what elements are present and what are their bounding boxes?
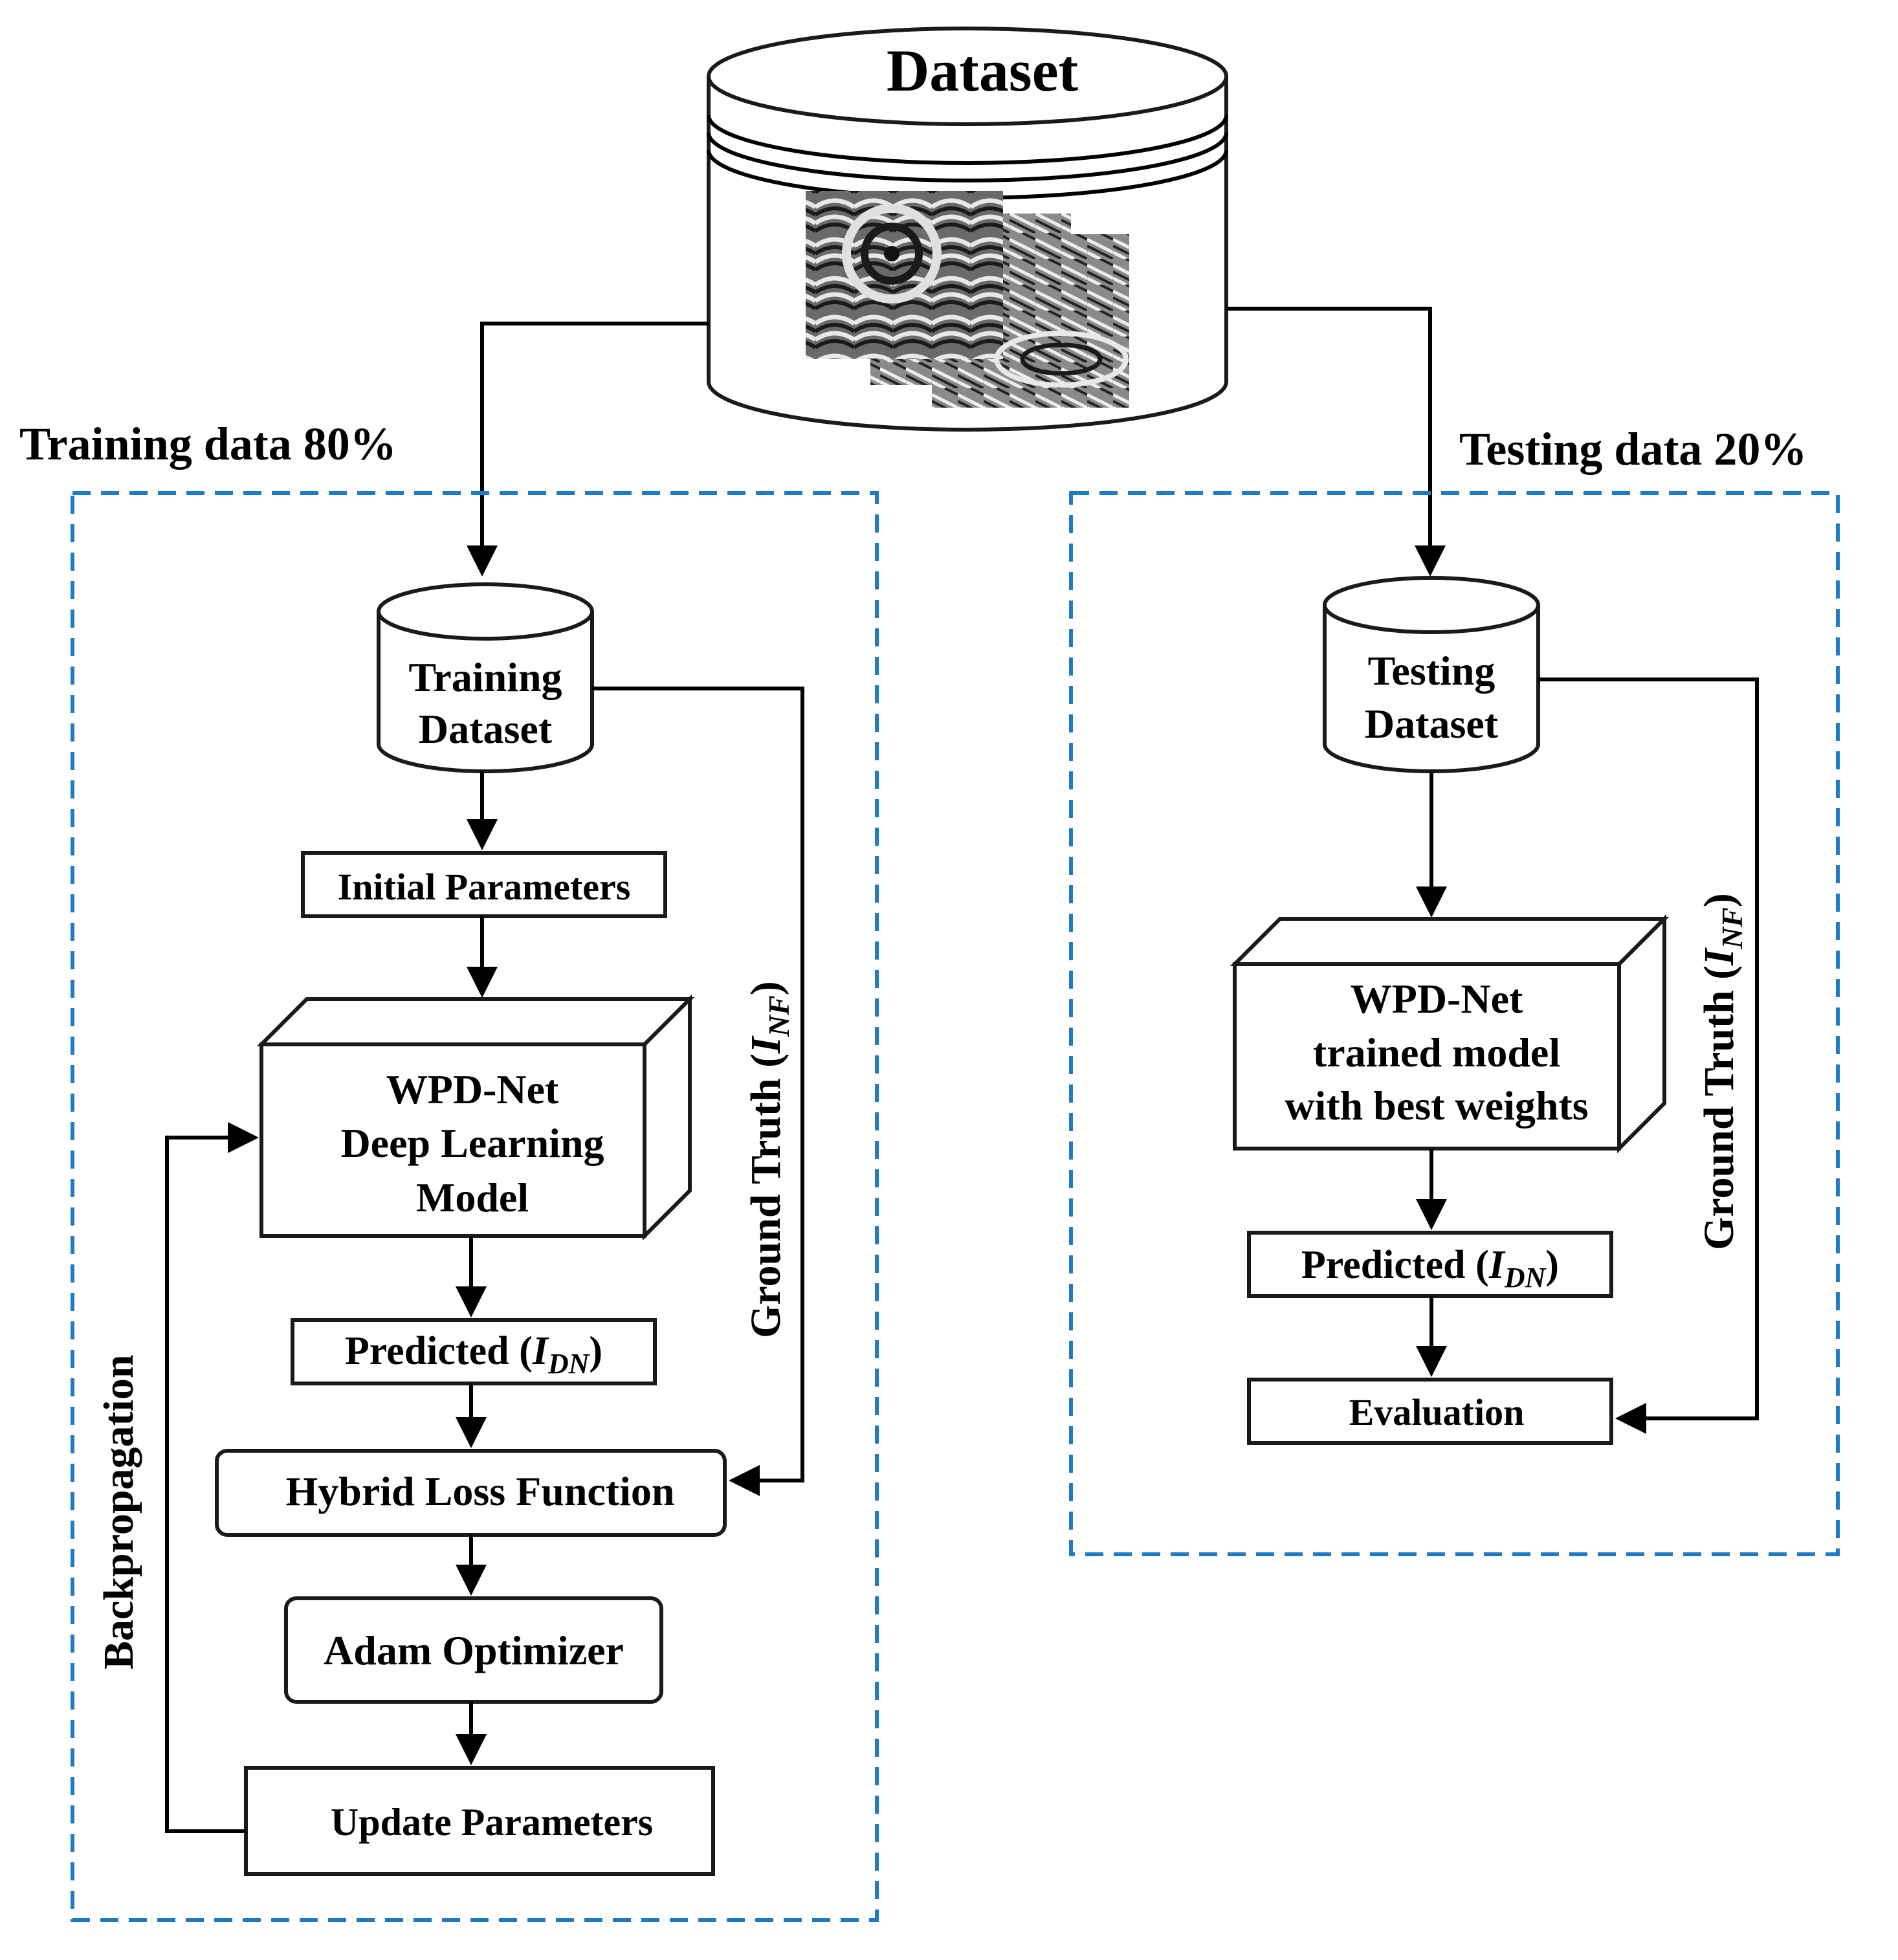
split-arrow-testing bbox=[1226, 307, 1446, 577]
testing-dataset-label-2: Dataset bbox=[1365, 701, 1499, 747]
evaluation-box: Evaluation bbox=[1247, 1378, 1613, 1445]
hybrid-loss-box: Hybrid Loss Function bbox=[215, 1449, 727, 1537]
wpd-net-trained-model-box: WPD-Net trained model with best weights bbox=[1230, 914, 1670, 1154]
dataset-title: Dataset bbox=[887, 38, 1079, 104]
testing-model-label-2: trained model bbox=[1313, 1030, 1560, 1075]
training-split-label: Training data 80% bbox=[19, 418, 397, 470]
testing-dataset-cylinder: Testing Dataset bbox=[1323, 576, 1540, 773]
training-gt-prefix: Ground Truth ( bbox=[742, 1053, 789, 1338]
testing-model-label-1: WPD-Net bbox=[1351, 976, 1523, 1022]
initial-parameters-label: Initial Parameters bbox=[338, 866, 631, 908]
training-ground-truth-arrow bbox=[592, 687, 804, 1496]
evaluation-label: Evaluation bbox=[1349, 1391, 1525, 1433]
fringe-pattern-images bbox=[806, 191, 1129, 408]
training-predicted-box: Predicted (IDN) bbox=[291, 1318, 657, 1385]
backpropagation-arrow bbox=[165, 1122, 259, 1833]
predicted-sub: DN bbox=[547, 1348, 591, 1380]
training-model-label-1: WPD-Net bbox=[386, 1066, 559, 1112]
svg-text:Ground Truth (INF): Ground Truth (INF) bbox=[742, 981, 795, 1338]
wpd-net-model-box: WPD-Net Deep Learning Model bbox=[256, 994, 695, 1241]
testing-dataset-label-1: Testing bbox=[1368, 648, 1495, 694]
dataset-cylinder: Dataset bbox=[707, 27, 1228, 432]
training-gt-suffix: ) bbox=[742, 981, 789, 995]
training-model-label-2: Deep Learning bbox=[340, 1120, 604, 1166]
testing-ground-truth-arrow bbox=[1538, 677, 1759, 1434]
svg-text:Predicted (IDN): Predicted (IDN) bbox=[1301, 1243, 1559, 1294]
testing-gt-suffix: ) bbox=[1695, 893, 1743, 907]
hybrid-loss-label: Hybrid Loss Function bbox=[285, 1468, 674, 1514]
training-dataset-label-1: Training bbox=[408, 654, 562, 700]
testing-container bbox=[1069, 491, 1840, 1556]
adam-optimizer-box: Adam Optimizer bbox=[284, 1596, 663, 1704]
testing-predicted-suffix: ) bbox=[1545, 1243, 1559, 1287]
svg-text:Predicted (IDN): Predicted (IDN) bbox=[345, 1329, 602, 1380]
predicted-prefix: Predicted ( bbox=[345, 1329, 533, 1373]
training-container bbox=[71, 491, 879, 1922]
split-arrow-training bbox=[467, 322, 709, 577]
update-parameters-label: Update Parameters bbox=[331, 1801, 653, 1844]
testing-predicted-box: Predicted (IDN) bbox=[1247, 1231, 1613, 1298]
predicted-var: I bbox=[532, 1329, 549, 1373]
predicted-suffix: ) bbox=[589, 1329, 602, 1373]
training-dataset-cylinder: Training Dataset bbox=[377, 582, 594, 773]
testing-split-label: Testing data 20% bbox=[1459, 423, 1807, 475]
adam-optimizer-label: Adam Optimizer bbox=[324, 1627, 624, 1673]
testing-predicted-var: I bbox=[1488, 1243, 1506, 1287]
testing-predicted-prefix: Predicted ( bbox=[1301, 1243, 1489, 1287]
training-gt-var: I bbox=[742, 1035, 789, 1054]
testing-predicted-sub: DN bbox=[1504, 1262, 1547, 1294]
testing-gt-prefix: Ground Truth ( bbox=[1695, 965, 1743, 1250]
svg-text:Ground Truth (INF): Ground Truth (INF) bbox=[1695, 893, 1749, 1250]
testing-gt-var: I bbox=[1695, 947, 1743, 966]
training-model-label-3: Model bbox=[416, 1174, 529, 1220]
training-gt-sub: NF bbox=[762, 995, 795, 1037]
backpropagation-label: Backpropagation bbox=[95, 1354, 142, 1669]
testing-gt-sub: NF bbox=[1716, 907, 1749, 949]
initial-parameters-box: Initial Parameters bbox=[301, 851, 667, 918]
testing-model-label-3: with best weights bbox=[1285, 1083, 1588, 1129]
training-dataset-label-2: Dataset bbox=[419, 706, 553, 752]
update-parameters-box: Update Parameters bbox=[244, 1766, 715, 1876]
